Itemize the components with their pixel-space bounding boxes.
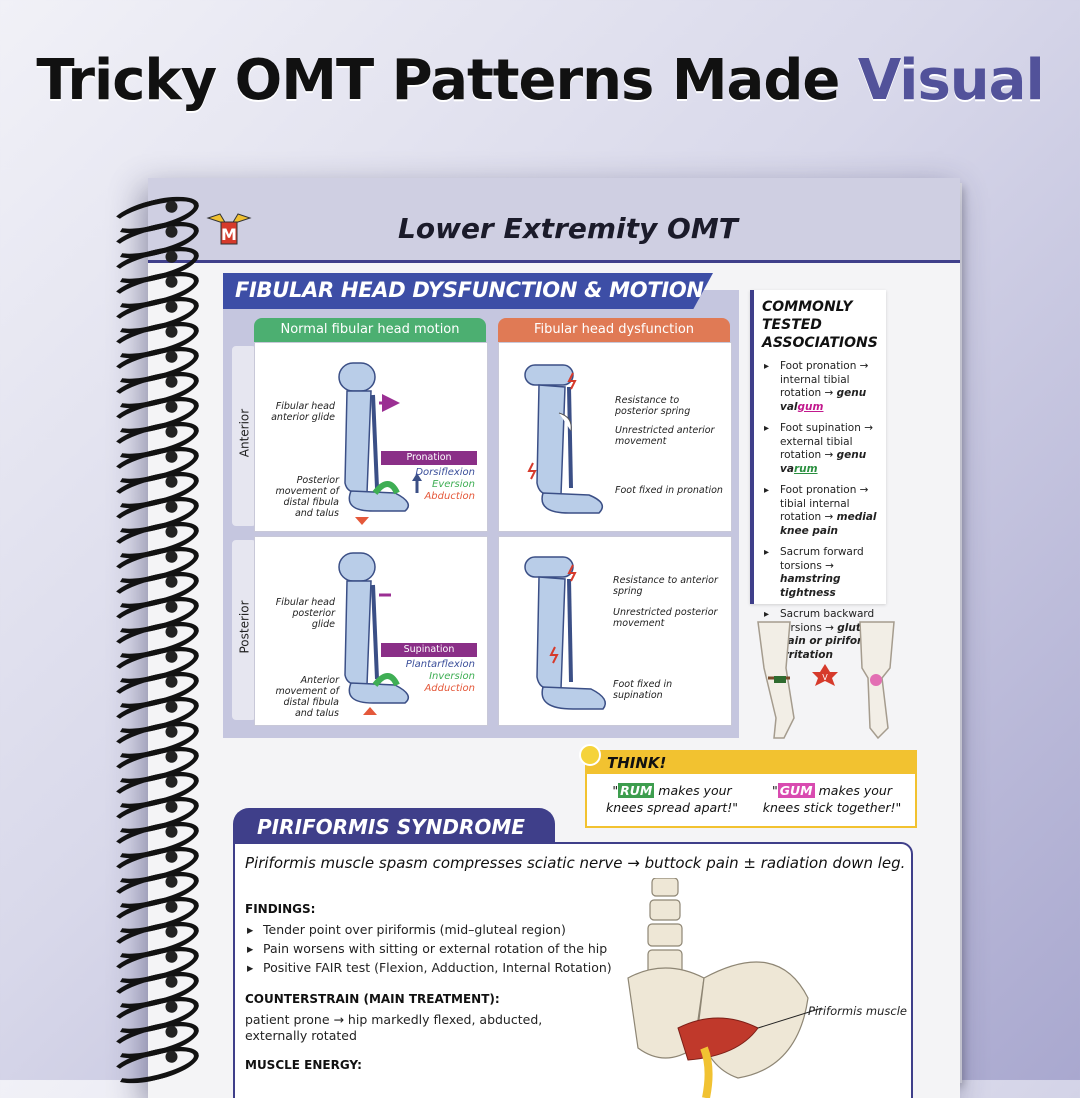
finding-item: Tender point over piriformis (mid–glutea… [245,920,612,939]
piriformis-section: Piriformis muscle spasm compresses sciat… [233,842,913,1098]
association-item: Sacrum forward torsions → hamstring tigh… [764,546,890,600]
think-title: THINK! [607,754,667,772]
piriformis-banner-text: PIRIFORMIS SYNDROME [257,815,525,839]
rum-word: RUM [618,783,655,798]
supination-tag: Supination [381,643,477,657]
finding-item: Pain worsens with sitting or external ro… [245,939,612,958]
pronation-motion-1: Dorsiflexion [415,467,475,478]
supination-motion-2: Inversion [429,671,475,682]
knees-illustration: V [757,621,895,740]
svg-text:M: M [221,225,237,244]
counterstrain-text: patient prone → hip markedly flexed, abd… [245,1012,543,1043]
anterior-side-label: Anterior [232,346,256,526]
ant-fixed-label: Foot fixed in pronation [615,485,723,496]
fibular-banner: FIBULAR HEAD DYSFUNCTION & MOTION [223,273,713,309]
piriformis-label: Piriformis muscle [808,1004,907,1018]
findings-list: Tender point over piriformis (mid–glutea… [245,920,612,977]
pronation-motion-2: Eversion [432,479,475,490]
page-title: Lower Extremity OMT [398,212,738,245]
association-item: Foot pronation → tibial internal rotatio… [764,484,890,538]
associations-list: Foot pronation → internal tibial rotatio… [764,360,890,670]
notebook-page: M Lower Extremity OMT FIBULAR HEAD DYSFU… [148,178,960,1098]
gum-quote: "GUM makes your knees stick together!" [762,783,902,815]
piriformis-banner: PIRIFORMIS SYNDROME [233,808,555,846]
ant-unrestricted-label: Unrestricted anterior movement [615,425,715,447]
normal-motion-header: Normal fibular head motion [254,318,486,342]
anterior-normal-panel: Fibular head anterior glide Posterior mo… [254,342,488,532]
association-item: Foot supination → external tibial rotati… [764,422,890,476]
spiral-binding [100,189,203,1091]
logo-icon: M [206,213,252,245]
pelvis-illustration [627,878,823,1098]
anterior-dysfunction-panel: Resistance to posterior spring Unrestric… [498,342,732,532]
hero-title: Tricky OMT Patterns Made Visual [0,48,1080,113]
rum-quote: "RUM makes your knees spread apart!" [606,783,738,815]
posterior-label: Posterior [237,600,252,654]
leg-anterior-dysfunction-illustration [524,364,604,514]
post-unrestricted-label: Unrestricted posterior movement [613,607,718,629]
findings-title: FINDINGS: [245,902,316,916]
hero-title-main: Tricky OMT Patterns Made [36,48,858,113]
dysfunction-header: Fibular head dysfunction [498,318,730,342]
post-fixed-label: Foot fixed in supination [613,679,673,701]
ant-glide-label: Fibular head anterior glide [271,401,335,423]
muscle-energy-title: MUSCLE ENERGY: [245,1058,362,1072]
finding-item: Positive FAIR test (Flexion, Adduction, … [245,958,612,977]
page-header: M Lower Extremity OMT [148,178,960,263]
counterstrain-title: COUNTERSTRAIN (MAIN TREATMENT): [245,992,500,1006]
associations-box: COMMONLY TESTED ASSOCIATIONS Foot pronat… [750,290,886,661]
pronation-motions: Dorsiflexion Eversion Abduction [405,467,475,503]
fibular-banner-text: FIBULAR HEAD DYSFUNCTION & MOTION [235,278,704,302]
leg-anterior-normal-illustration [338,362,422,525]
leg-posterior-normal-illustration [338,552,410,715]
pronation-motion-3: Abduction [424,491,475,502]
post-movement-label: Anterior movement of distal fibula and t… [275,675,339,719]
supination-motions: Plantarflexion Inversion Adduction [405,659,475,695]
lightbulb-icon [579,744,601,766]
associations-title: COMMONLY TESTED ASSOCIATIONS [762,299,878,351]
hero-title-accent: Visual [857,48,1045,113]
posterior-normal-panel: Fibular head posterior glide Anterior mo… [254,536,488,726]
anterior-label: Anterior [237,408,252,458]
think-header: THINK! [587,752,915,774]
piriformis-lead: Piriformis muscle spasm compresses sciat… [245,854,906,872]
posterior-side-label: Posterior [232,540,256,720]
think-box: THINK! "RUM makes your knees spread apar… [579,744,917,828]
posterior-dysfunction-panel: Resistance to anterior spring Unrestrict… [498,536,732,726]
ant-movement-label: Posterior movement of distal fibula and … [275,475,339,519]
svg-text:V: V [822,673,828,682]
post-resist-label: Resistance to anterior spring [613,575,718,597]
post-glide-label: Fibular head posterior glide [275,597,335,630]
supination-motion-3: Adduction [424,683,475,694]
leg-posterior-dysfunction-illustration [524,556,606,710]
gum-word: GUM [777,783,815,798]
association-item: Foot pronation → internal tibial rotatio… [764,360,890,414]
supination-motion-1: Plantarflexion [405,659,475,670]
ant-resist-label: Resistance to posterior spring [615,395,691,417]
pronation-tag: Pronation [381,451,477,465]
